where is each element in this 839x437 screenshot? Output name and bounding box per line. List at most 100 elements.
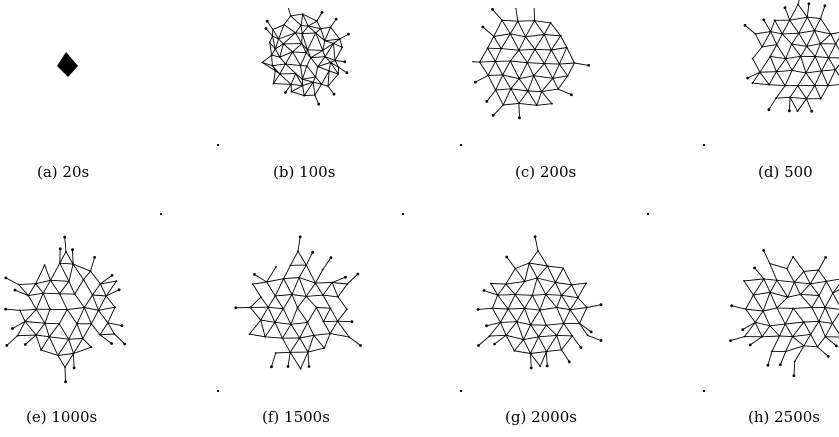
network-edge	[74, 293, 85, 308]
network-edge	[330, 62, 339, 68]
network-edge	[745, 294, 754, 310]
network-node	[491, 114, 495, 117]
network-edge	[769, 44, 778, 57]
network-edge	[770, 20, 776, 32]
network-edge	[273, 70, 276, 84]
network-edge	[523, 324, 532, 340]
network-edge	[323, 307, 331, 322]
network-node	[323, 39, 326, 42]
network-edge	[5, 308, 20, 311]
network-edge	[547, 265, 564, 269]
network-node	[485, 100, 489, 103]
network-edge	[798, 30, 815, 34]
network-edge	[789, 16, 808, 21]
network-edge	[792, 336, 805, 347]
network-node	[761, 46, 763, 48]
network-edge	[559, 63, 569, 77]
network-edge	[747, 71, 761, 79]
network-edge	[744, 25, 756, 35]
network-edge	[755, 321, 771, 327]
network-edge	[516, 308, 525, 322]
network-node	[336, 320, 339, 323]
network-node	[531, 294, 534, 297]
network-edge	[810, 321, 820, 335]
network-edge	[50, 279, 69, 282]
network-node	[289, 351, 292, 354]
network-edge	[814, 56, 822, 72]
network-node	[829, 33, 832, 35]
stray-dot	[217, 144, 219, 146]
stray-dot	[460, 390, 462, 392]
network-node	[477, 344, 480, 347]
network-edge	[510, 88, 520, 104]
network-edge	[316, 20, 322, 29]
network-edge	[797, 4, 808, 18]
caption-g: (g) 2000s	[505, 408, 577, 426]
network-node	[274, 352, 277, 354]
network-edge	[291, 294, 307, 297]
network-node	[307, 365, 311, 368]
network-node	[562, 267, 565, 269]
network-edge	[68, 339, 74, 354]
network-node	[64, 366, 66, 369]
network-edge	[807, 16, 821, 19]
network-node	[551, 77, 554, 80]
network-edge	[266, 266, 277, 283]
network-edge	[769, 291, 788, 298]
network-edge	[785, 345, 805, 352]
network-node	[481, 25, 485, 29]
network-node	[71, 248, 74, 252]
network-edge	[546, 349, 562, 353]
caption-a: (a) 20s	[37, 163, 90, 181]
network-edge	[321, 83, 329, 87]
network-edge	[835, 64, 839, 70]
network-node	[546, 265, 549, 267]
network-edge	[292, 51, 307, 54]
network-edge	[73, 338, 84, 354]
network-edge	[797, 0, 800, 5]
network-edge	[776, 71, 786, 86]
network-edge	[779, 335, 793, 338]
network-edge	[491, 294, 499, 309]
network-edge	[57, 338, 70, 356]
network-edge	[517, 21, 526, 37]
network-edge	[763, 250, 771, 264]
network-node	[806, 16, 809, 19]
network-edge	[524, 307, 540, 311]
network-edge	[295, 32, 303, 44]
network-edge	[49, 336, 69, 340]
network-node	[793, 281, 796, 284]
network-node	[560, 348, 563, 351]
network-edge	[291, 294, 298, 308]
network-node	[834, 43, 837, 45]
network-edge	[533, 75, 553, 79]
network-node	[311, 250, 315, 254]
network-edge	[279, 43, 284, 58]
network-node	[554, 281, 557, 284]
network-edge	[513, 339, 524, 352]
network-edge	[322, 294, 339, 298]
network-edge	[478, 335, 490, 346]
network-edge	[558, 47, 568, 65]
network-edge	[274, 308, 284, 323]
network-node	[283, 23, 285, 26]
network-node	[43, 264, 46, 267]
network-node	[278, 73, 281, 75]
network-node	[494, 89, 497, 91]
network-node	[524, 35, 527, 38]
network-edge	[552, 75, 568, 79]
network-edge	[275, 70, 281, 75]
network-edge	[278, 38, 284, 45]
network-edge	[475, 75, 489, 83]
network-edge	[306, 294, 324, 297]
network-edge	[527, 90, 542, 93]
network-node	[518, 77, 521, 80]
network-edge	[489, 334, 507, 337]
network-node	[793, 360, 796, 363]
network-edge	[510, 60, 528, 64]
network-node	[16, 334, 19, 337]
network-edge	[500, 33, 511, 49]
network-edge	[292, 43, 303, 53]
network-edge	[35, 279, 51, 285]
network-edge	[776, 307, 786, 325]
